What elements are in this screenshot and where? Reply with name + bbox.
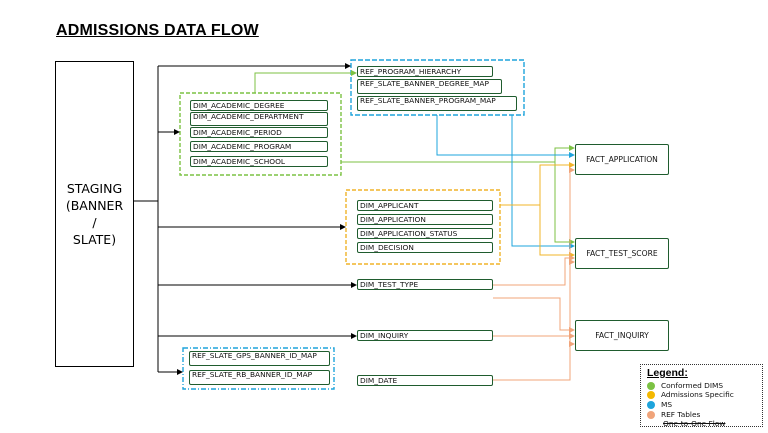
legend-item-ms: MS [647,400,672,409]
dim-application: DIM_APPLICATION [357,214,493,225]
dim-academic-program: DIM_ACADEMIC_PROGRAM [190,141,328,152]
ref-to-fact-application [436,115,575,158]
fact-inquiry: FACT_INQUIRY [575,320,669,351]
ref-program-hierarchy: REF_PROGRAM_HIERARCHY [357,66,493,77]
dim-academic-department: DIM_ACADEMIC_DEPARTMENT [190,112,328,126]
fact-test-score: FACT_TEST_SCORE [575,238,669,269]
ref-slate-banner-degree-map: REF_SLATE_BANNER_DEGREE_MAP [357,79,502,94]
legend-item-admissions: Admissions Specific [647,390,734,399]
yellow-dot-icon [647,391,655,399]
dim-date: DIM_DATE [357,375,493,386]
dim-academic-degree: DIM_ACADEMIC_DEGREE [190,100,328,111]
dim-decision: DIM_DECISION [357,242,493,253]
dim-inquiry: DIM_INQUIRY [357,330,493,341]
dim-test-type: DIM_TEST_TYPE [357,279,493,290]
legend-item-one-to-one: One-to-One Flow [663,419,726,428]
test-type-to-fact-inquiry [493,297,575,333]
ref-ids-group [182,347,335,390]
ref-slate-gps-banner-id-map: REF_SLATE_GPS_BANNER_ID_MAP [189,351,330,366]
test-type-to-fact-test-score [493,255,575,286]
legend-title: Legend: [647,367,688,379]
legend-item-ref: REF Tables [647,410,700,419]
blue-dot-icon [647,401,655,409]
staging-label: STAGING (BANNER / SLATE) [65,181,124,247]
admissions-to-fact-test-score [539,205,575,258]
conformed-to-ref [254,70,357,93]
staging-box: STAGING (BANNER / SLATE) [55,61,134,367]
ref-to-fact-test-score [511,115,575,249]
ref-program-group [350,59,525,116]
date-to-fact-application [493,167,575,381]
legend: Legend: Conformed DIMS Admissions Specif… [640,364,763,428]
dim-applicant: DIM_APPLICANT [357,200,493,211]
conformed-to-fact-test-score [554,162,575,245]
ref-slate-banner-program-map: REF_SLATE_BANNER_PROGRAM_MAP [357,96,517,111]
legend-item-conformed: Conformed DIMS [647,381,723,390]
dim-academic-period: DIM_ACADEMIC_PERIOD [190,127,328,138]
salmon-dot-icon [647,411,655,419]
fact-application: FACT_APPLICATION [575,144,669,175]
admissions-to-fact-application [500,162,575,206]
ref-slate-rb-banner-id-map: REF_SLATE_RB_BANNER_ID_MAP [189,370,330,385]
green-dot-icon [647,382,655,390]
dim-academic-school: DIM_ACADEMIC_SCHOOL [190,156,328,167]
page-title: ADMISSIONS DATA FLOW [56,22,259,39]
conformed-dims-group [179,92,342,176]
dim-application-status: DIM_APPLICATION_STATUS [357,228,493,239]
